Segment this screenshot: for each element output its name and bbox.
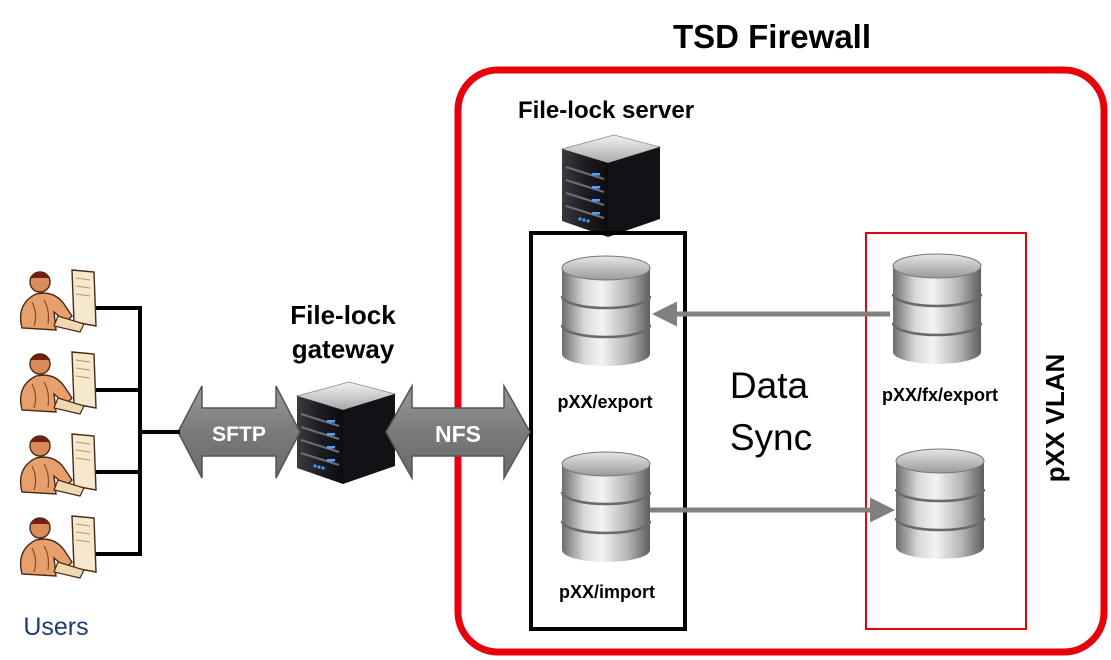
database-cylinder-icon	[560, 254, 652, 368]
users-label: Users	[23, 613, 88, 641]
firewall-title: TSD Firewall	[673, 18, 871, 55]
file-lock-server-label: File-lock server	[518, 97, 694, 124]
database-cylinder-icon	[560, 450, 652, 564]
vlan-box	[865, 232, 1027, 630]
file-lock-server-box	[529, 231, 687, 631]
volume-import-label: pXX/import	[559, 582, 655, 602]
database-cylinder-icon	[894, 447, 986, 561]
nfs-label: NFS	[435, 421, 481, 447]
database-cylinder-icon	[891, 252, 983, 366]
sftp-arrow	[177, 385, 301, 479]
user-connection-lines	[92, 306, 180, 556]
user-at-computer-icon	[19, 433, 97, 497]
data-sync-line2: Sync	[730, 417, 812, 458]
volume-export-label: pXX/export	[557, 392, 652, 412]
nfs-arrow	[385, 383, 531, 481]
user-at-computer-icon	[19, 515, 97, 579]
firewall-boundary	[454, 66, 1108, 656]
sftp-label: SFTP	[212, 423, 266, 446]
server-tower-icon	[561, 134, 661, 238]
data-sync-line1: Data	[730, 365, 809, 406]
volume-fx-export-label: pXX/fx/export	[882, 385, 998, 405]
vlan-label: pXX VLAN	[1040, 354, 1070, 483]
gateway-label-line2: gateway	[292, 334, 395, 364]
server-tower-icon	[296, 381, 396, 485]
user-at-computer-icon	[19, 351, 97, 415]
user-at-computer-icon	[19, 269, 97, 333]
gateway-label-line1: File-lock	[290, 300, 396, 330]
